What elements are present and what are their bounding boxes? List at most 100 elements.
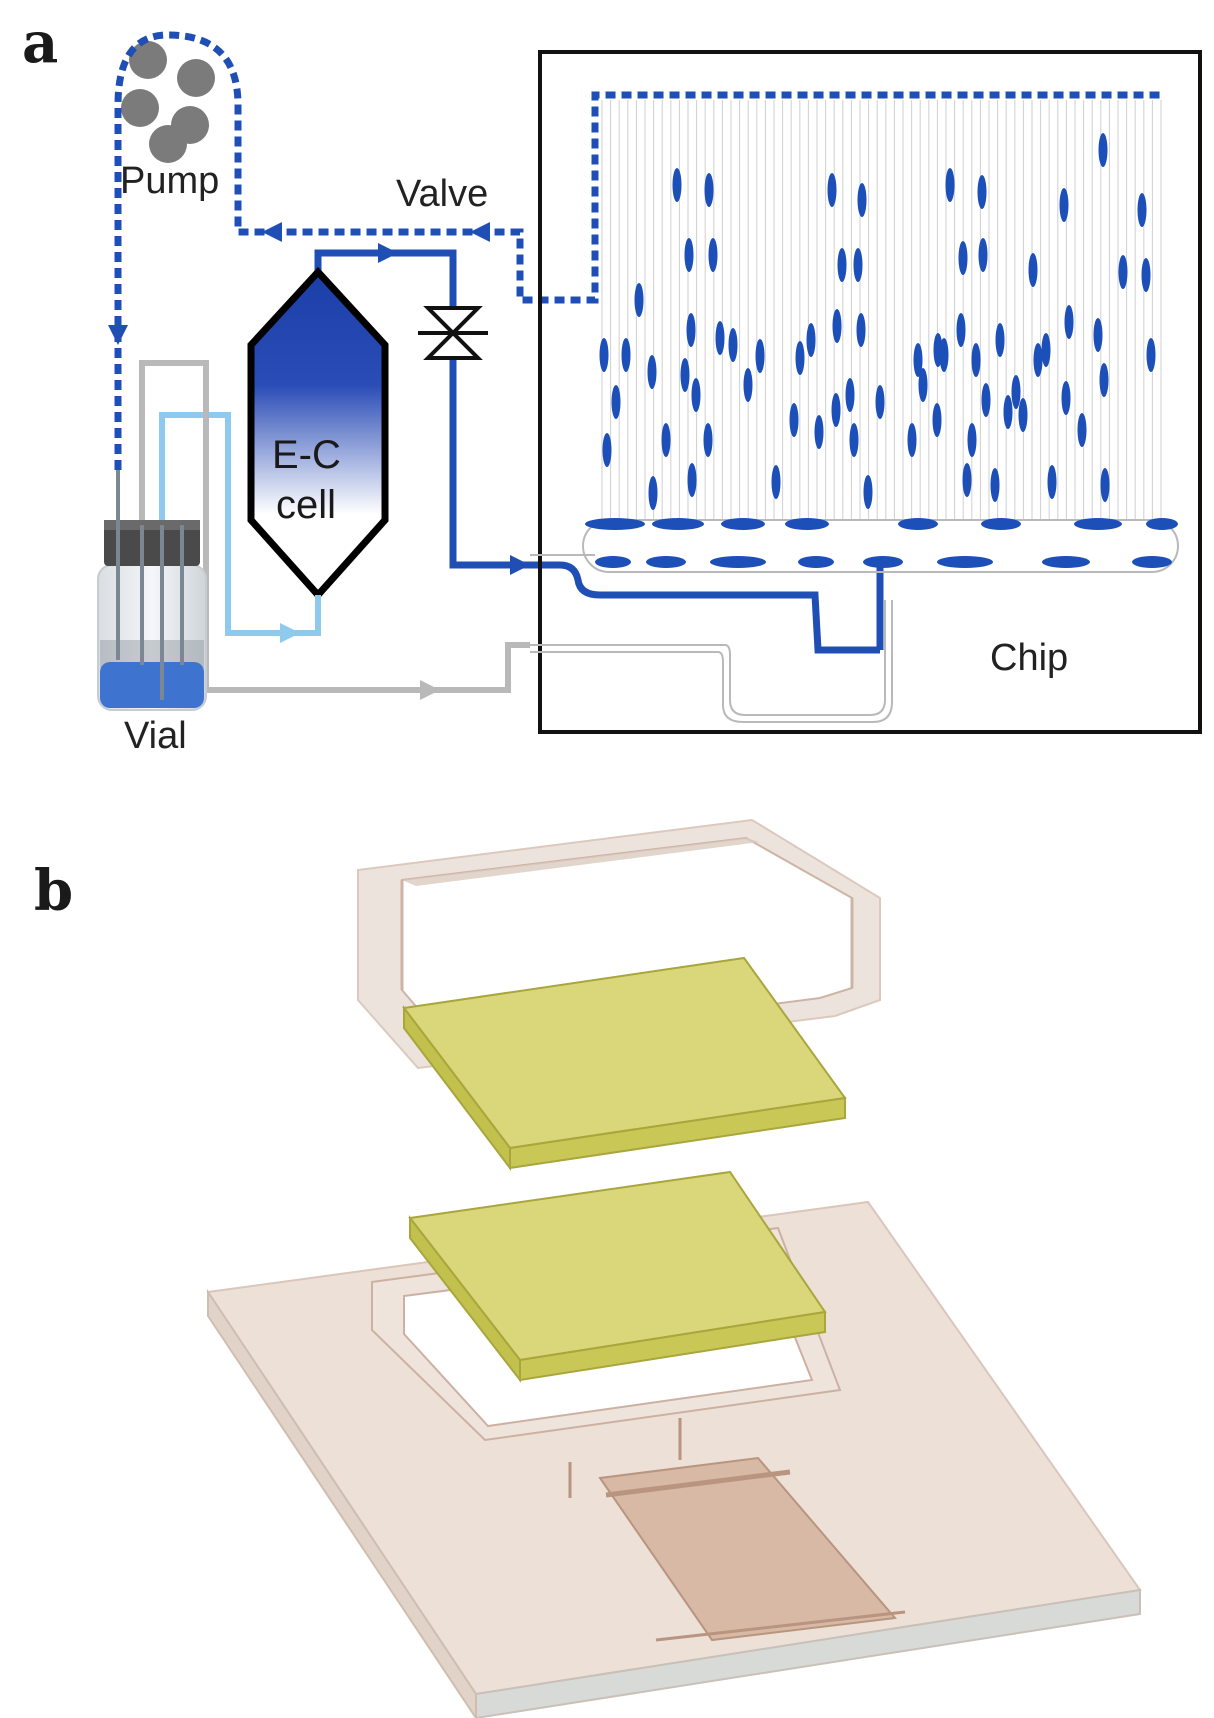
droplet xyxy=(956,313,966,347)
droplet xyxy=(795,341,805,375)
droplet xyxy=(806,323,816,357)
droplet xyxy=(648,476,658,510)
droplet xyxy=(715,321,725,355)
droplet xyxy=(1033,343,1043,377)
pump-label: Pump xyxy=(120,160,219,202)
flow-arrows-solid xyxy=(378,243,530,575)
ec-cell: E-C cell xyxy=(247,266,389,601)
droplet xyxy=(599,338,609,372)
droplet xyxy=(621,338,631,372)
droplet xyxy=(837,248,847,282)
droplet-main-channel xyxy=(585,518,645,530)
droplet xyxy=(704,173,714,207)
droplet xyxy=(831,393,841,427)
droplet xyxy=(958,241,968,275)
droplet xyxy=(703,423,713,457)
droplet xyxy=(827,173,837,207)
droplet xyxy=(1141,258,1151,292)
droplet-main-channel xyxy=(798,556,834,568)
droplet xyxy=(907,423,917,457)
flow-arrow-light xyxy=(280,623,300,643)
ec-cell-label-line2: cell xyxy=(276,483,336,527)
droplet xyxy=(967,423,977,457)
droplet xyxy=(789,403,799,437)
droplet xyxy=(755,339,765,373)
valve-label: Valve xyxy=(396,173,488,215)
droplet-main-channel xyxy=(710,556,766,568)
droplet xyxy=(971,343,981,377)
light-blue-line xyxy=(159,412,321,636)
droplet xyxy=(691,378,701,412)
droplet xyxy=(857,183,867,217)
pump-icon xyxy=(121,41,215,163)
droplet xyxy=(1011,375,1021,409)
droplet xyxy=(611,385,621,419)
droplet xyxy=(1100,468,1110,502)
droplet xyxy=(1003,395,1013,429)
bottom-yellow-layer xyxy=(408,1170,827,1383)
droplet-main-channel xyxy=(1042,556,1090,568)
droplet xyxy=(863,475,873,509)
droplet xyxy=(743,368,753,402)
droplet xyxy=(995,323,1005,357)
panel-b: b xyxy=(34,818,1142,1718)
droplet xyxy=(661,423,671,457)
droplet xyxy=(913,343,923,377)
droplet xyxy=(708,238,718,272)
droplet xyxy=(1047,465,1057,499)
flow-arrow-gray xyxy=(420,680,440,700)
chip-channels xyxy=(601,100,1162,520)
droplet xyxy=(832,309,842,343)
droplet xyxy=(853,248,863,282)
droplet xyxy=(684,238,694,272)
droplet xyxy=(845,378,855,412)
droplet-main-channel xyxy=(898,518,938,530)
panel-a-label: a xyxy=(22,10,58,76)
droplet xyxy=(856,313,866,347)
droplet xyxy=(990,468,1000,502)
chip-frame xyxy=(538,50,1202,734)
droplet xyxy=(1093,318,1103,352)
droplet xyxy=(1137,193,1147,227)
flow-line-solid xyxy=(314,249,884,654)
droplet-main-channel xyxy=(1132,556,1172,568)
droplet xyxy=(977,175,987,209)
droplet-main-channel xyxy=(595,556,631,568)
droplet-main-channel xyxy=(652,518,704,530)
droplet xyxy=(875,385,885,419)
droplet xyxy=(1099,363,1109,397)
droplet-main-channel xyxy=(646,556,686,568)
droplet xyxy=(728,328,738,362)
droplet xyxy=(1061,381,1071,415)
droplet xyxy=(978,238,988,272)
vial-icon xyxy=(97,470,207,711)
droplet xyxy=(602,433,612,467)
panel-b-label: b xyxy=(34,858,73,924)
droplet xyxy=(1098,133,1108,167)
droplet xyxy=(672,168,682,202)
droplet xyxy=(1146,338,1156,372)
droplet xyxy=(918,368,928,402)
ec-cell-label-line1: E-C xyxy=(272,433,341,477)
panel-a: a Pump Valve xyxy=(22,10,1202,757)
droplet xyxy=(849,423,859,457)
top-yellow-layer xyxy=(402,956,847,1171)
droplet xyxy=(814,415,824,449)
droplet-main-channel xyxy=(863,556,903,568)
chip-main-channel xyxy=(530,519,1179,723)
pump-loop-line xyxy=(114,31,1160,470)
droplet xyxy=(1041,333,1051,367)
chip-droplets xyxy=(585,133,1178,568)
droplet-main-channel xyxy=(785,518,829,530)
droplet-main-channel xyxy=(937,556,993,568)
droplet-main-channel xyxy=(981,518,1021,530)
droplet xyxy=(1028,253,1038,287)
valve-icon xyxy=(418,306,488,360)
droplet xyxy=(981,383,991,417)
chip-label: Chip xyxy=(990,637,1068,679)
vial-label: Vial xyxy=(124,715,187,757)
droplet-main-channel xyxy=(1146,518,1178,530)
droplet xyxy=(1077,413,1087,447)
droplet xyxy=(945,168,955,202)
